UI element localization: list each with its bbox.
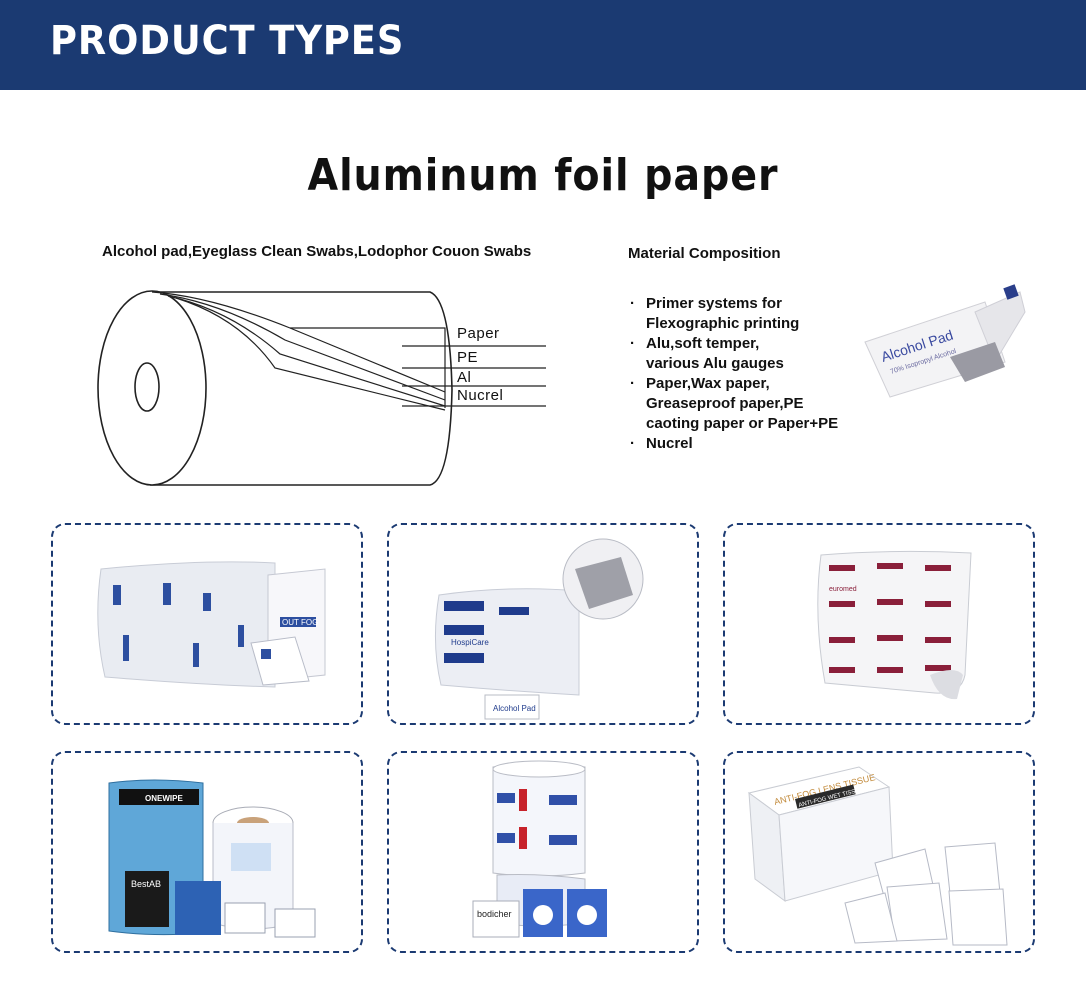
product-card-onewipe: ONEWIPE BestAB [51, 751, 363, 953]
layer-label-nucrel: Nucrel [457, 387, 504, 404]
svg-text:euromed: euromed [829, 586, 857, 593]
layer-label-al: Al [457, 369, 472, 386]
list-item: · Alu,soft temper, various Alu gauges [630, 335, 784, 372]
layer-label-pe: PE [457, 349, 479, 366]
product-card-euromed: euromed [723, 523, 1035, 725]
svg-text:Alcohol Pad: Alcohol Pad [493, 704, 536, 713]
svg-text:bodicher: bodicher [477, 909, 512, 919]
layer-label-paper: Paper [457, 325, 500, 342]
product-card-anti-fog: ANTI-FOG LENS TISSUE ANTI-FOG WET TISSUE [723, 751, 1035, 953]
header-banner: PRODUCT TYPES [0, 0, 1086, 90]
material-composition-title: Material Composition [628, 245, 781, 262]
product-card-hospicare: HospiCare Alcohol Pad [387, 523, 699, 725]
svg-text:HospiCare: HospiCare [451, 638, 489, 647]
product-card-bodicher: bodicher [387, 751, 699, 953]
svg-text:BestAB: BestAB [131, 879, 161, 889]
material-composition-list: · Primer systems for Flexographic printi… [628, 294, 838, 454]
product-card-out-fog: OUT FOG [51, 523, 363, 725]
uses-text: Alcohol pad,Eyeglass Clean Swabs,Lodopho… [102, 243, 532, 260]
svg-text:OUT FOG: OUT FOG [282, 618, 318, 627]
list-item: · Paper,Wax paper, Greaseproof paper,PE … [630, 375, 839, 432]
foil-roll-diagram [97, 290, 546, 486]
page-title: Aluminum foil paper [307, 150, 779, 201]
list-item: · Nucrel [630, 435, 693, 452]
alcohol-pad-image: Alcohol Pad 70% Isopropyl Alcohol [864, 284, 1026, 398]
list-item: · Primer systems for Flexographic printi… [630, 295, 800, 332]
svg-text:ONEWIPE: ONEWIPE [145, 794, 183, 803]
header-title: PRODUCT TYPES [50, 18, 405, 64]
